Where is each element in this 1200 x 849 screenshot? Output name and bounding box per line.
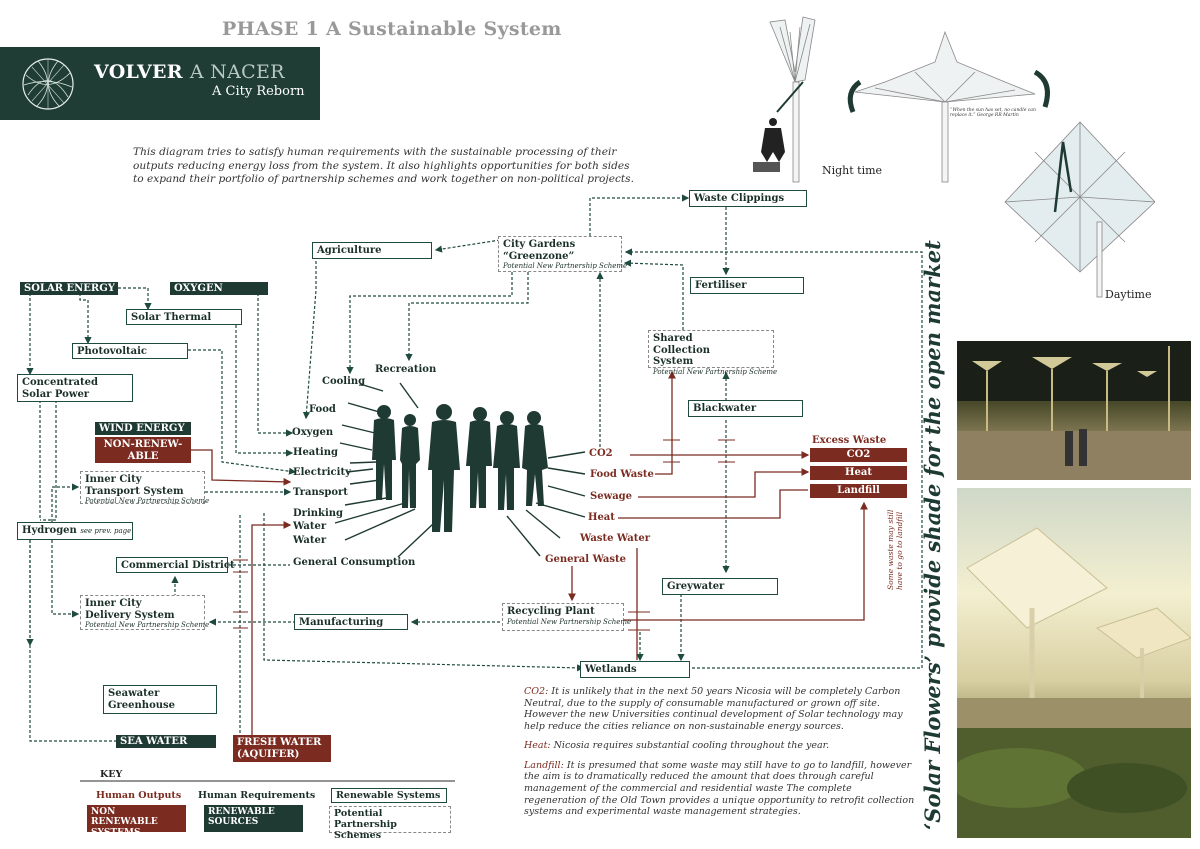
seawater-greenhouse-box: Seawater Greenhouse [103,685,217,714]
night-time-caption: Night time [822,164,883,177]
excess-heat: Heat [810,466,907,480]
need-electricity: Electricity [293,467,351,478]
title-banner: VOLVER A NACER A City Reborn [0,47,320,120]
note-landfill: Landfill: It is presumed that some waste… [524,759,915,818]
globe-logo-icon [22,58,74,110]
note-co2: CO2: It is unlikely that in the next 50 … [524,686,903,732]
need-water: Water [293,535,327,546]
solar-flower-illustration [753,16,1155,298]
need-general-consumption: General Consumption [293,557,416,568]
photovoltaic-box: Photovoltaic [72,343,188,359]
output-general-waste: General Waste [545,554,627,565]
phase-title: PHASE 1 A Sustainable System [222,18,562,40]
people-silhouettes-icon [372,404,548,532]
banner-title: VOLVER A NACER [94,61,285,83]
hydrogen-box: Hydrogen see prev. page [17,522,133,540]
need-transport: Transport [293,487,348,498]
output-waste-water: Waste Water [580,533,651,544]
key-human-requirements: Human Requirements [198,790,316,801]
excess-waste-title: Excess Waste [812,435,887,446]
night-market-render [957,341,1191,480]
note-heat: Heat: Nicosia requires substantial cooli… [524,740,830,752]
agriculture-box: Agriculture [312,242,432,259]
key-partnership: Potential Partnership Schemes [329,806,451,841]
non-renewable-source: NON-RENEW- ABLE [95,437,191,463]
key-divider [80,780,455,782]
city-gardens-box: City Gardens “Greenzone”Potential New Pa… [498,236,627,272]
key-non-renewable: NON RENEWABLE SYSTEMS [87,805,186,838]
manufacturing-box: Manufacturing [294,614,408,630]
need-oxygen: Oxygen [292,427,334,438]
solar-thermal-box: Solar Thermal [126,309,242,325]
need-recreation: Recreation [375,364,437,375]
fertiliser-box: Fertiliser [690,277,804,294]
output-sewage: Sewage [590,491,633,502]
banner-subtitle: A City Reborn [212,84,305,99]
excess-co2: CO2 [810,448,907,462]
day-market-render [957,488,1191,838]
intro-text: This diagram tries to satisfy human requ… [133,146,634,186]
need-cooling: Cooling [322,376,366,387]
quote-text: “When the sun has set, no candle can rep… [950,108,1036,118]
vertical-caption: ‘Solar Flowers’ provide shade for the op… [920,240,945,830]
greywater-box: Greywater [662,578,778,595]
need-food: Food [309,404,336,415]
solar-energy-source: SOLAR ENERGY [20,282,118,295]
oxygen-source: OXYGEN [170,282,268,295]
key-renewable-systems: Renewable Systems [331,788,447,803]
excess-landfill: Landfill [810,484,907,498]
need-drinking-water: Drinking Water [293,508,343,532]
output-food-waste: Food Waste [590,469,654,480]
sea-water-source: SEA WATER [116,735,216,748]
wetlands-box: Wetlands [580,661,690,678]
wind-energy-source: WIND ENERGY [95,422,191,435]
landfill-note: Some waste may still have to go to landf… [886,509,905,590]
output-heat: Heat [588,512,615,523]
output-co2: CO2 [589,448,613,459]
key-human-outputs: Human Outputs [96,790,182,801]
key-renewable-sources: RENEWABLE SOURCES [204,805,303,832]
blackwater-box: Blackwater [688,400,803,417]
commercial-district-box: Commercial District [116,557,235,573]
concentrated-solar-box: Concentrated Solar Power [17,374,133,402]
notes-panel: CO2: It is unlikely that in the next 50 … [524,686,916,826]
key-title: KEY [100,769,123,780]
waste-clippings-box: Waste Clippings [689,190,807,207]
daytime-caption: Daytime [1105,288,1152,301]
fresh-water-source: FRESH WATER (AQUIFER) [233,735,331,762]
need-heating: Heating [293,447,338,458]
